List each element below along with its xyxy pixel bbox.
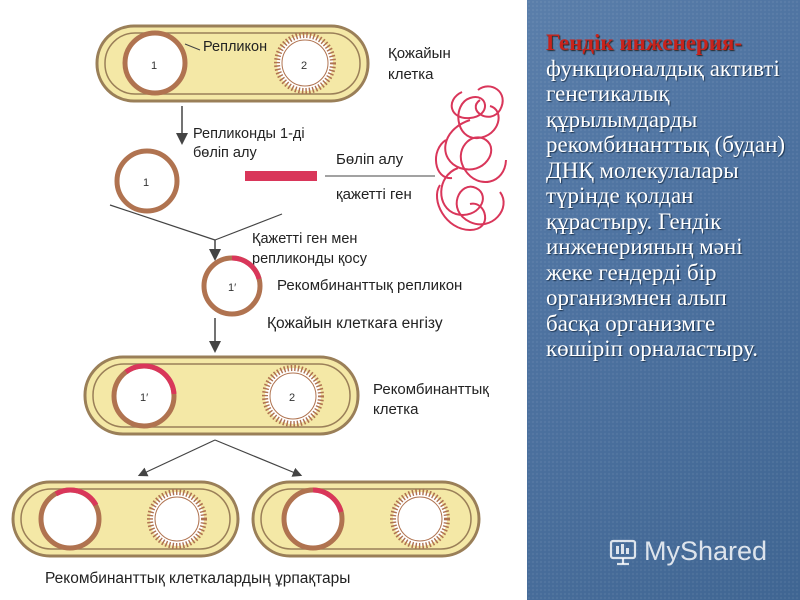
insert-into-host-label: Қожайын клеткаға енгізу xyxy=(267,315,443,332)
watermark-text: MyShared xyxy=(644,536,768,566)
recombinant-host-cell: 1′ 2 xyxy=(83,355,360,436)
svg-text:2: 2 xyxy=(289,392,295,404)
isolate-replicon-label-1: Репликонды 1-ді xyxy=(193,126,305,142)
plasmid-1 xyxy=(122,30,188,96)
offspring-cell-left xyxy=(11,480,240,558)
definition-text: Гендік инженерия- функционалдық активті … xyxy=(546,30,786,362)
isolated-plasmid-1 xyxy=(114,148,180,214)
definition-title: Гендік инженерия- xyxy=(546,30,743,55)
recombinant-cell-label-2: клетка xyxy=(373,401,419,418)
isolate-replicon-label-2: бөліп алу xyxy=(193,145,257,161)
host-cell-1: 1 2 xyxy=(95,24,370,103)
watermark: MyShared xyxy=(608,536,767,567)
join-label-2: репликонды қосу xyxy=(252,251,368,267)
offspring-label: Рекомбинанттық клеткалардың ұрпақтары xyxy=(45,570,350,587)
recombinant-replicon-label: Рекомбинанттық репликон xyxy=(277,277,462,294)
join-label-1: Қажетті ген мен xyxy=(252,231,357,247)
replicon-label: Репликон xyxy=(203,39,267,55)
recombinant-cell-label-1: Рекомбинанттық xyxy=(373,381,489,398)
svg-text:1: 1 xyxy=(143,177,149,189)
svg-text:1′: 1′ xyxy=(228,282,236,294)
offspring-cell-right xyxy=(251,480,481,558)
host-cell-label-2: клетка xyxy=(388,66,434,83)
dna-strand xyxy=(434,85,507,232)
plasmid-2-label: 2 xyxy=(301,60,307,72)
recombinant-plasmid: 1′ xyxy=(201,255,263,317)
definition-body: функционалдық активті генетикалық құрылы… xyxy=(546,55,786,362)
presentation-icon xyxy=(609,539,637,565)
plasmid-2 xyxy=(274,32,336,94)
needed-gene-label: қажетті ген xyxy=(336,186,412,203)
host-cell-label-1: Қожайын xyxy=(388,45,451,62)
plasmid-1-label: 1 xyxy=(151,60,157,72)
needed-gene-bar xyxy=(245,171,317,181)
isolate-label: Бөліп алу xyxy=(336,151,404,168)
slide-background xyxy=(527,0,800,600)
svg-text:1′: 1′ xyxy=(140,392,148,404)
genetic-engineering-diagram: 1 2 Репликон Қожайын клетка Репликонды 1… xyxy=(11,24,507,587)
